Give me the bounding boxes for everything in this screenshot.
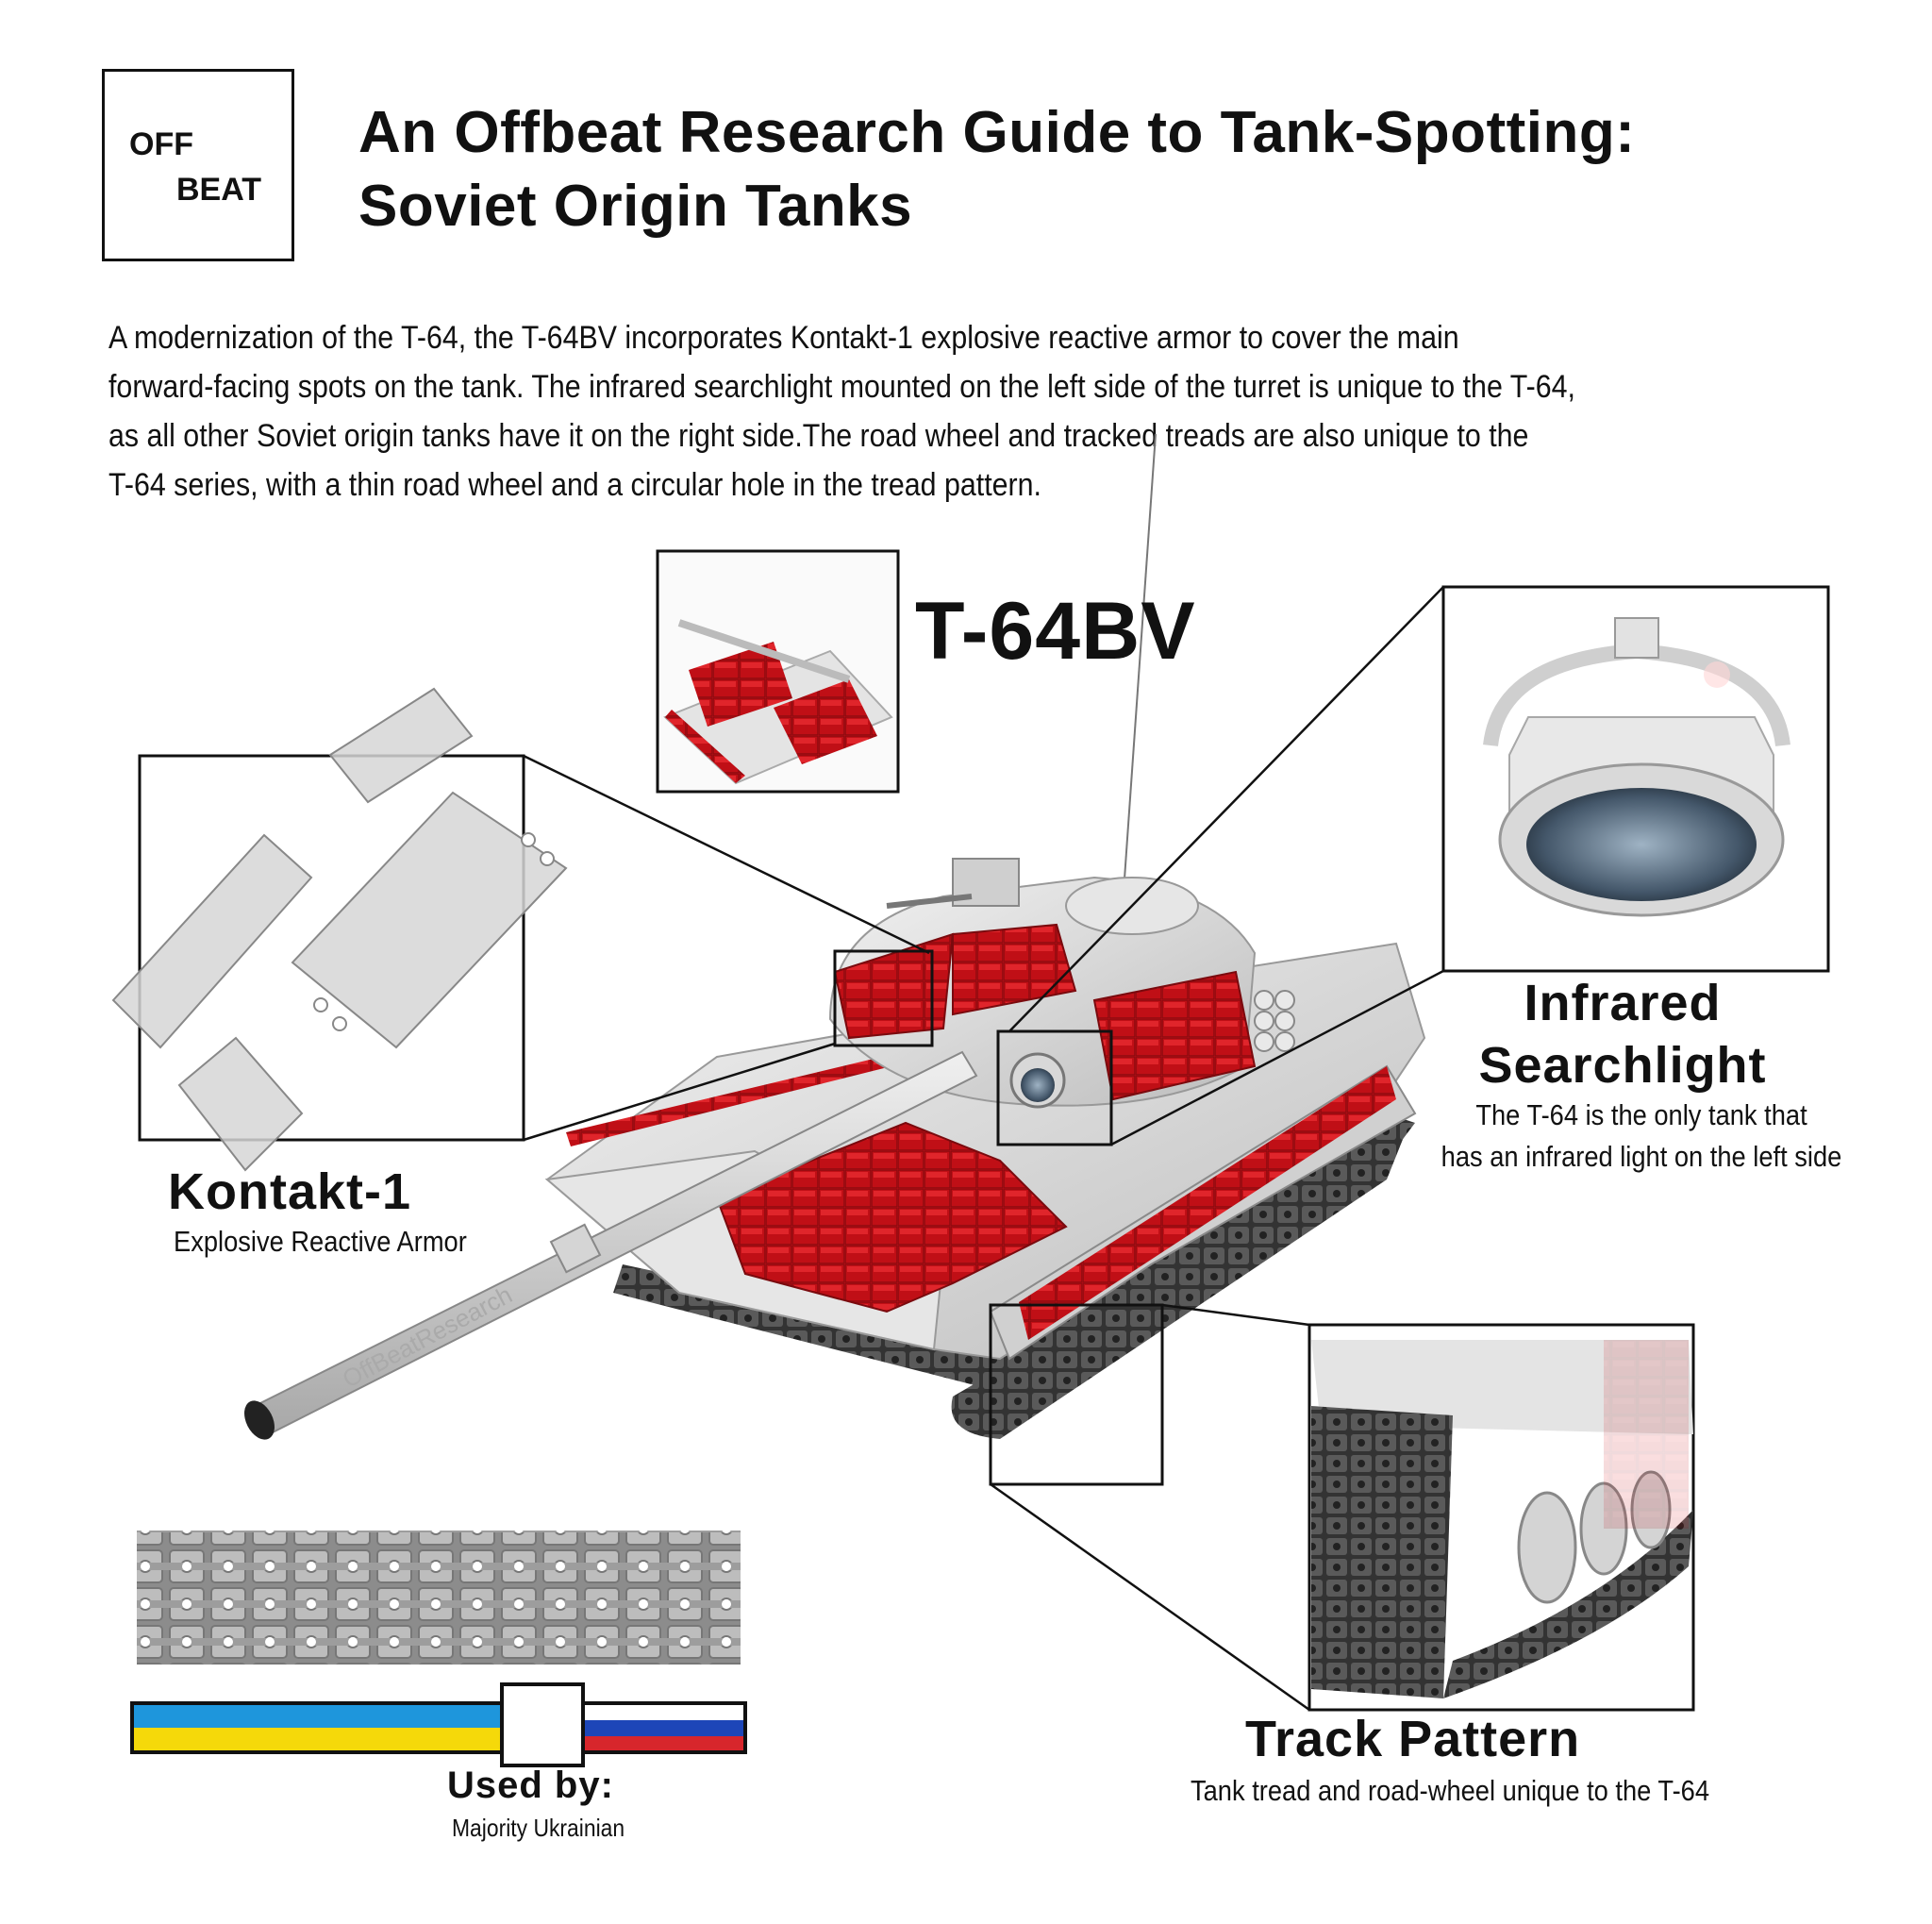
intro-line-4: T-64 series, with a thin road wheel and … [108, 467, 1041, 503]
intro-line-3: as all other Soviet origin tanks have it… [108, 418, 1529, 454]
model-name: T-64BV [915, 586, 1196, 677]
kontakt-title: Kontakt-1 [168, 1163, 412, 1220]
logo: OFF BEAT [102, 69, 294, 261]
page-title-line-1: An Offbeat Research Guide to Tank-Spotti… [358, 100, 1636, 165]
page-title: An Offbeat Research Guide to Tank-Spotti… [358, 96, 1868, 243]
intro-line-2: forward-facing spots on the tank. The in… [108, 369, 1575, 405]
searchlight-title-line-1: Infrared [1524, 975, 1722, 1031]
searchlight-subtitle-line-1: The T-64 is the only tank that [1475, 1098, 1807, 1131]
logo-line-1: OFF [129, 126, 193, 162]
searchlight-title-line-2: Searchlight [1478, 1037, 1767, 1094]
intro-paragraph: A modernization of the T-64, the T-64BV … [108, 313, 1860, 510]
logo-line-2: BEAT [176, 172, 262, 208]
track-title: Track Pattern [1245, 1711, 1581, 1767]
searchlight-title: Infrared Searchlight [1406, 972, 1840, 1096]
used-by-title: Used by: [447, 1765, 614, 1806]
used-by-subtitle: Majority Ukrainian [452, 1814, 625, 1842]
track-subtitle: Tank tread and road-wheel unique to the … [1191, 1774, 1710, 1807]
page-title-line-2: Soviet Origin Tanks [358, 174, 913, 239]
intro-line-1: A modernization of the T-64, the T-64BV … [108, 320, 1459, 356]
searchlight-subtitle-line-2: has an infrared light on the left side [1441, 1140, 1842, 1173]
searchlight-subtitle: The T-64 is the only tank that has an in… [1409, 1095, 1874, 1178]
kontakt-subtitle: Explosive Reactive Armor [174, 1225, 467, 1258]
